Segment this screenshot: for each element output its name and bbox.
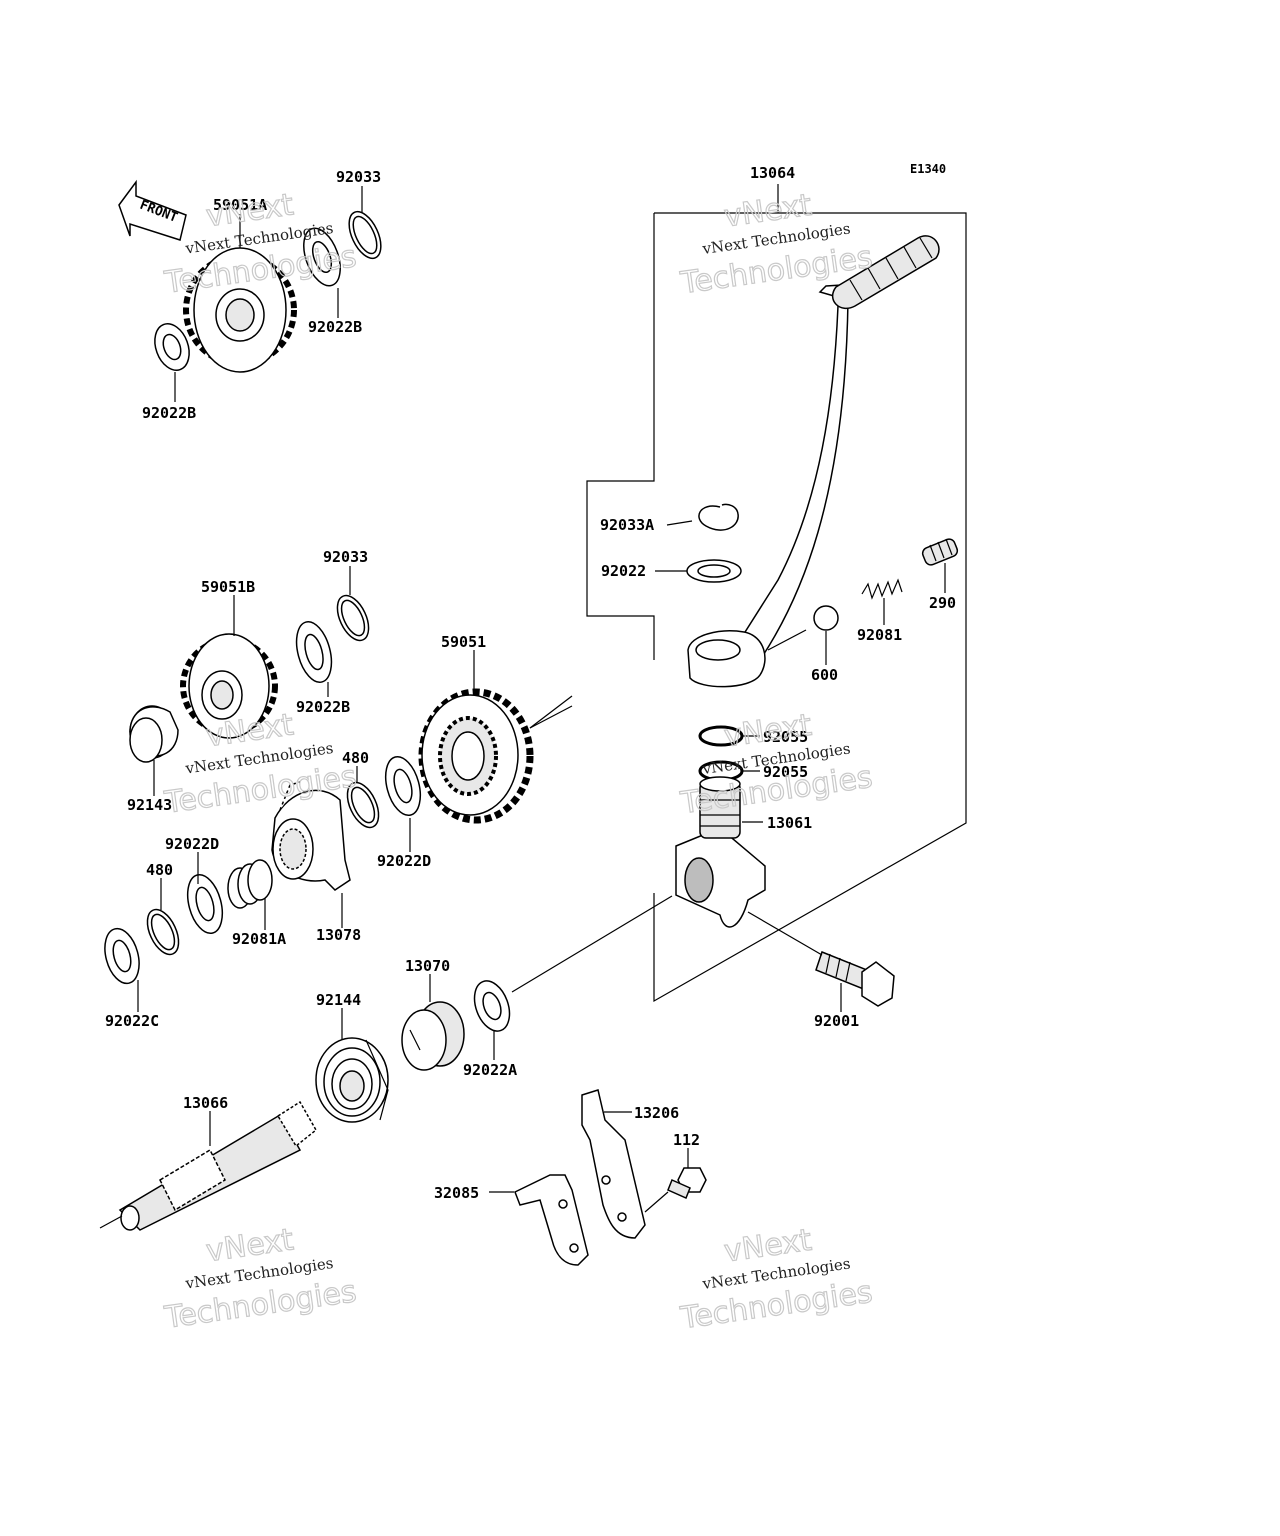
watermark-mid-right: vNext vNext Technologies Technologies xyxy=(677,707,875,822)
part-labels: 13064 92033 59051A 92022B 92022B 92033A … xyxy=(105,164,956,1202)
kick-pedal-assembly-outline xyxy=(586,184,967,1003)
collar-92143 xyxy=(129,705,179,763)
part-label: 92022B xyxy=(296,698,350,716)
part-label: 92033A xyxy=(600,516,654,534)
washer-92022b-top xyxy=(303,227,341,287)
part-label: 59051 xyxy=(441,633,486,651)
watermark-bottom-right: vNext vNext Technologies Technologies xyxy=(677,1222,875,1337)
circlip-92033a xyxy=(698,503,739,531)
leader-lines xyxy=(137,186,946,1193)
guide-13070 xyxy=(401,1001,465,1071)
circlip-92033-top xyxy=(348,210,382,260)
washer-92022 xyxy=(686,559,742,583)
gear-59051b xyxy=(180,633,278,739)
part-label: 92022B xyxy=(308,318,362,336)
part-label: 92022 xyxy=(601,562,646,580)
part-label: 13061 xyxy=(767,814,812,832)
part-label: 92001 xyxy=(814,1012,859,1030)
part-label: 59051A xyxy=(213,196,267,214)
part-label: 13078 xyxy=(316,926,361,944)
watermark-bottom-left: vNext vNext Technologies Technologies xyxy=(161,1222,359,1337)
part-label: 480 xyxy=(342,749,369,767)
kick-shaft-13066 xyxy=(99,1100,317,1231)
part-label: 92055 xyxy=(763,728,808,746)
part-label: 480 xyxy=(146,861,173,879)
bolt-92001 xyxy=(747,911,895,1007)
part-label: 92055 xyxy=(763,763,808,781)
part-label: 290 xyxy=(929,594,956,612)
washer-92022b-mid xyxy=(295,621,333,683)
bolt-112 xyxy=(644,1167,707,1213)
part-label: 92143 xyxy=(127,796,172,814)
plate-32085 xyxy=(514,1174,589,1266)
part-label: 92144 xyxy=(316,991,361,1009)
o-ring-92055-a xyxy=(698,725,744,747)
pedal-boss-13061 xyxy=(675,776,766,928)
part-label: 13066 xyxy=(183,1094,228,1112)
diagram-code: E1340 xyxy=(910,162,946,176)
washer-92022a xyxy=(473,895,673,1032)
part-label: 92033 xyxy=(336,168,381,186)
spring-92144 xyxy=(315,1037,389,1123)
front-arrow-icon: FRONT xyxy=(118,179,187,241)
pedal-grip xyxy=(831,235,940,309)
part-label: 112 xyxy=(673,1131,700,1149)
circlip-92033-mid xyxy=(336,594,370,642)
spring-92081 xyxy=(861,578,903,600)
part-label: 92081 xyxy=(857,626,902,644)
circlip-480-upper xyxy=(346,781,380,829)
part-label: 92022B xyxy=(142,404,196,422)
part-label: 13206 xyxy=(634,1104,679,1122)
part-label: 59051B xyxy=(201,578,255,596)
part-label: 92022D xyxy=(377,852,431,870)
part-label: 13064 xyxy=(750,164,795,182)
stopper-13206 xyxy=(581,1089,646,1239)
kick-pedal-lever xyxy=(687,235,940,688)
part-label: 600 xyxy=(811,666,838,684)
part-label: 13070 xyxy=(405,957,450,975)
gear-59051a xyxy=(183,247,297,373)
spring-290 xyxy=(921,538,959,566)
washer-92022d-left xyxy=(186,873,224,935)
ball-600 xyxy=(813,605,839,631)
ratchet-13078 xyxy=(271,781,351,891)
washer-92022d-right xyxy=(384,755,422,817)
part-label: 32085 xyxy=(434,1184,479,1202)
gear-59051 xyxy=(418,688,573,824)
part-label: 92022D xyxy=(165,835,219,853)
washer-92022c xyxy=(104,927,140,985)
part-label: 92022A xyxy=(463,1061,517,1079)
part-label: 92022C xyxy=(105,1012,159,1030)
washer-92022b-left xyxy=(154,323,190,371)
part-label: 92081A xyxy=(232,930,286,948)
circlip-480-lower xyxy=(146,908,180,956)
spring-92081a xyxy=(227,859,273,909)
part-label: 92033 xyxy=(323,548,368,566)
